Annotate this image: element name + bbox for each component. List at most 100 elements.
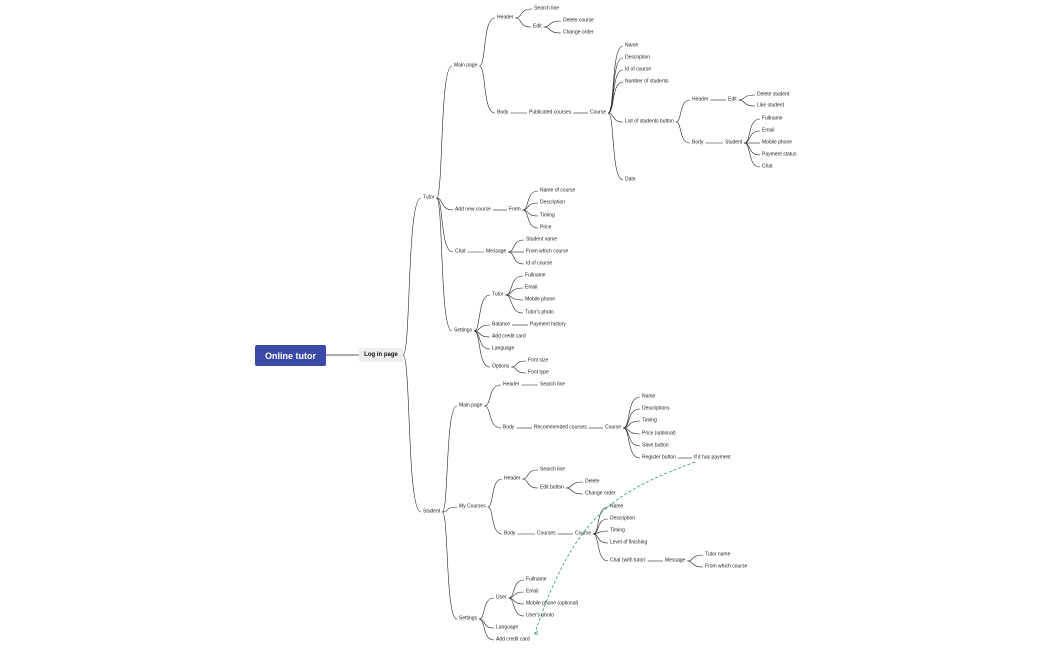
node-t-changeorder[interactable]: Change order — [563, 29, 594, 36]
node-s-u-email[interactable]: Email — [526, 588, 539, 595]
root-node[interactable]: Online tutor — [255, 345, 326, 366]
node-t-st-photo[interactable]: Tutor's photo — [525, 309, 554, 316]
node-t-st-mobile[interactable]: Mobile phone — [525, 296, 556, 303]
node-s-descs[interactable]: Descriptions — [642, 405, 670, 412]
node-s-mc-timing[interactable]: Timing — [610, 527, 625, 534]
node-t-delcourse[interactable]: Delete course — [563, 17, 594, 24]
node-s-settings[interactable]: Settings — [459, 615, 478, 622]
node-t-course[interactable]: Course — [590, 109, 607, 116]
node-t-liststud[interactable]: List of students button — [625, 118, 674, 125]
node-t-delstud[interactable]: Delete student — [757, 91, 790, 98]
node-t-numstud[interactable]: Number of students — [625, 78, 669, 85]
node-s-mc-chat[interactable]: Chat (with tutor) — [610, 557, 646, 564]
node-t-balance[interactable]: Balance — [492, 321, 511, 328]
connector-t_date — [607, 112, 624, 181]
node-t-f-price[interactable]: Price — [540, 224, 552, 231]
node-t-payhist[interactable]: Payment history — [530, 321, 566, 328]
connector-s_header — [484, 384, 502, 407]
node-s-u-photo[interactable]: User's photo — [526, 612, 554, 619]
node-t-settings[interactable]: Settings — [454, 327, 473, 334]
node-t-ls-body[interactable]: Body — [692, 139, 704, 146]
node-t-f-desc[interactable]: Description — [540, 199, 566, 206]
node-t-m-id[interactable]: Id of course — [526, 260, 553, 267]
node-s-register[interactable]: Register button — [642, 454, 676, 461]
connector-t_balance — [474, 324, 491, 332]
node-t-message[interactable]: Message — [486, 248, 507, 255]
node-s-mc-from[interactable]: From which course — [705, 563, 748, 570]
node-t-st-tutor[interactable]: Tutor — [492, 291, 504, 298]
node-s-mc-body[interactable]: Body — [504, 530, 516, 537]
node-t-f-name[interactable]: Name of course — [540, 187, 576, 194]
node-t-st-email[interactable]: Email — [525, 284, 538, 291]
node-t-ls-header[interactable]: Header — [692, 96, 709, 103]
node-s-addcard[interactable]: Add credit card — [496, 636, 530, 643]
node-s-name[interactable]: Name — [642, 393, 656, 400]
connector-s_addcard — [478, 618, 495, 641]
node-s-user[interactable]: User — [496, 594, 507, 601]
node-s-main[interactable]: Main page — [459, 402, 483, 409]
node-t-name[interactable]: Name — [625, 42, 639, 49]
node-t-addnew[interactable]: Add new course — [455, 206, 491, 213]
node-t-student[interactable]: Student — [725, 139, 743, 146]
node-t-desc[interactable]: Description — [625, 54, 651, 61]
node-s-mc-change[interactable]: Change order — [585, 490, 616, 497]
node-t-ls-edit[interactable]: Edit — [728, 96, 737, 103]
node-s-mc-tutorname[interactable]: Tutor name — [705, 551, 731, 558]
node-s-mc-delete[interactable]: Delete — [585, 478, 600, 485]
node-t-idcourse[interactable]: Id of course — [625, 66, 652, 73]
connector-t_delcourse — [543, 20, 562, 28]
node-t-likestud[interactable]: Like student — [757, 102, 784, 109]
node-t-st-full[interactable]: Fullname — [525, 272, 546, 279]
connector-t_m_student — [508, 239, 525, 253]
node-s-language[interactable]: Language — [496, 624, 519, 631]
node-t-main[interactable]: Main page — [454, 62, 478, 69]
node-s-save[interactable]: Save button — [642, 442, 669, 449]
node-t-f-timing[interactable]: Timing — [540, 212, 555, 219]
node-s-mc-level[interactable]: Level of finishing — [610, 539, 648, 546]
node-t-m-student[interactable]: Student name — [526, 236, 558, 243]
node-s-mc-desc[interactable]: Description — [610, 515, 636, 522]
node-s-reccourses[interactable]: Recommended courses — [534, 424, 587, 431]
node-t-chat[interactable]: Chat — [455, 248, 466, 255]
node-s-mycourses[interactable]: My Courses — [459, 503, 486, 510]
node-s-search[interactable]: Search line — [540, 381, 566, 388]
node-student[interactable]: Student — [423, 508, 441, 515]
node-t-addcard[interactable]: Add credit card — [492, 333, 526, 340]
node-s-body[interactable]: Body — [503, 424, 515, 431]
node-tutor[interactable]: Tutor — [423, 194, 435, 201]
node-t-fonttype[interactable]: Font type — [528, 369, 549, 376]
node-t-s-pay[interactable]: Payment status — [762, 151, 797, 158]
node-s-mc-courses[interactable]: Courses — [537, 530, 556, 537]
connector-t_chat — [436, 197, 454, 253]
node-t-header[interactable]: Header — [497, 14, 514, 21]
node-t-form[interactable]: Form — [509, 206, 521, 213]
node-s-ifpay[interactable]: If it has payment — [694, 454, 731, 461]
node-s-mc-header[interactable]: Header — [504, 475, 521, 482]
node-s-price[interactable]: Price (optional) — [642, 430, 676, 437]
node-s-mc-edit[interactable]: Edit button — [540, 484, 564, 491]
login-page-node[interactable]: Log in page — [359, 348, 403, 362]
node-s-header[interactable]: Header — [503, 381, 520, 388]
node-t-s-full[interactable]: Fullname — [762, 115, 783, 122]
node-s-u-full[interactable]: Fullname — [526, 576, 547, 583]
node-t-body[interactable]: Body — [497, 109, 509, 116]
node-t-edit[interactable]: Edit — [533, 23, 542, 30]
node-s-timing[interactable]: Timing — [642, 417, 657, 424]
node-t-date[interactable]: Date — [625, 176, 636, 183]
node-s-mc-message[interactable]: Message — [665, 557, 686, 564]
node-t-search[interactable]: Search line — [534, 5, 560, 12]
node-t-s-email[interactable]: Email — [762, 127, 775, 134]
node-s-mc-name[interactable]: Name — [610, 503, 624, 510]
node-s-mc-search[interactable]: Search line — [540, 466, 566, 473]
node-t-s-chat[interactable]: Chat — [762, 163, 773, 170]
connector-s_u_photo — [508, 597, 525, 617]
node-t-s-mobile[interactable]: Mobile phone — [762, 139, 793, 146]
node-s-course[interactable]: Course — [605, 424, 622, 431]
node-t-fontsize[interactable]: Font size — [528, 357, 549, 364]
node-t-language[interactable]: Language — [492, 345, 515, 352]
node-t-pubcourses[interactable]: Publicated courses — [529, 109, 572, 116]
node-s-u-mobile[interactable]: Mobile phone (optional) — [526, 600, 579, 607]
node-t-m-from[interactable]: From which course — [526, 248, 569, 255]
node-t-options[interactable]: Options — [492, 363, 510, 370]
node-s-mc-course[interactable]: Course — [575, 530, 592, 537]
